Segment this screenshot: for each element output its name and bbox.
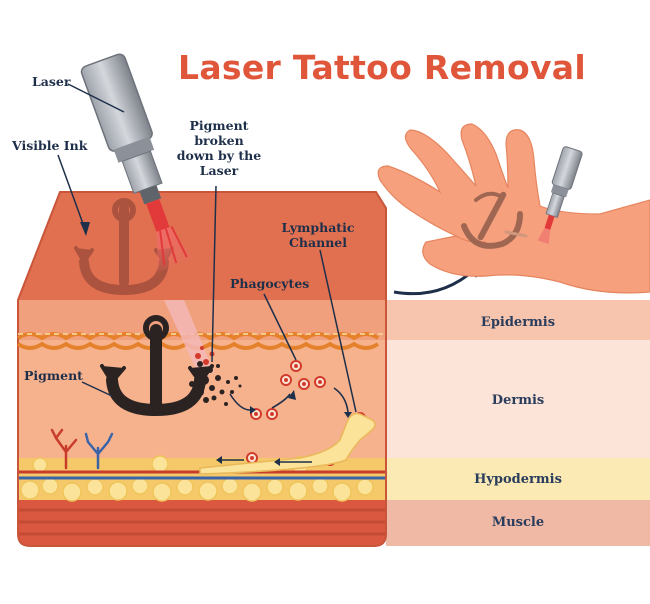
hand-illustration (377, 123, 650, 294)
flow-arrowheads (216, 390, 352, 466)
layer-label-hypodermis: Hypodermis (474, 472, 562, 487)
label-pigment-broken-line1: Pigment (189, 118, 249, 133)
pointer-arrowhead (80, 222, 90, 236)
label-laser: Laser (32, 74, 71, 89)
lymphatic-channel (199, 412, 376, 475)
epidermis-band (386, 300, 650, 340)
blood-vessel-branches (50, 428, 114, 470)
dermis-band (386, 340, 650, 458)
hypodermis-band (386, 458, 650, 500)
label-visible-ink: Visible Ink (12, 138, 88, 153)
hand-laser-device (537, 146, 583, 245)
pigment-particles (189, 361, 242, 406)
label-pigment-broken-line3: down by the (176, 148, 262, 163)
hand-tattoo-anchor (461, 191, 528, 249)
skin-cross-section (18, 192, 386, 546)
layer-label-muscle: Muscle (491, 515, 545, 530)
fat-cells (20, 455, 374, 502)
layer-bands (386, 300, 650, 546)
muscle-band (386, 500, 650, 546)
label-pointers (57, 83, 357, 413)
label-pigment-broken-line4: Laser (199, 163, 239, 178)
label-lymphatic-line2: Channel (288, 235, 347, 250)
label-pigment: Pigment (24, 368, 83, 383)
diagram-title: Laser Tattoo Removal (178, 48, 586, 87)
label-phagocytes: Phagocytes (230, 276, 310, 291)
flow-arrows (222, 387, 349, 463)
red-particles (195, 346, 215, 365)
label-pigment-broken-line2: broken (194, 133, 244, 148)
label-lymphatic-line1: Lymphatic (281, 220, 355, 235)
laser-device (80, 53, 194, 272)
pigment-anchor (100, 315, 214, 417)
label-lymphatic-channel: Lymphatic Channel (270, 220, 366, 250)
label-pigment-broken-down: Pigment broken down by the Laser (176, 118, 262, 178)
layer-label-epidermis: Epidermis (480, 315, 556, 330)
laser-beam-in-skin (164, 300, 214, 378)
layer-label-dermis: Dermis (491, 393, 545, 408)
